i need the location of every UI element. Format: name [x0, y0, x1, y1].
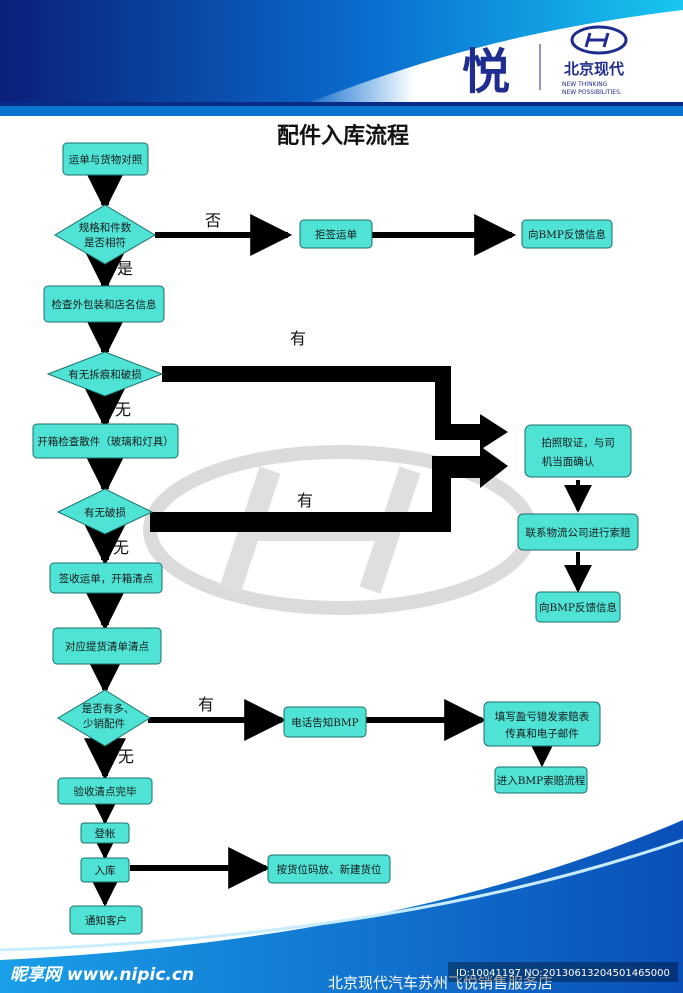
svg-text:机当面确认: 机当面确认 — [542, 455, 595, 468]
edge-label-has-2: 有 — [297, 491, 313, 510]
image-id: ID:10041197 NO:20130613204501465000 — [456, 968, 670, 979]
watermark-site: 昵享网 www.nipic.cn — [10, 965, 194, 985]
page-title: 配件入库流程 — [277, 123, 409, 149]
footer-banner — [0, 820, 683, 993]
connectors — [77, 154, 592, 907]
node-check-waybill: 运单与货物对照 — [62, 142, 149, 176]
node-warehousing: 入库 — [80, 857, 130, 883]
svg-text:有无拆痕和破损: 有无拆痕和破损 — [68, 368, 142, 381]
svg-text:有无破损: 有无破损 — [84, 506, 126, 519]
node-shelve-locations: 按货位码放、新建货位 — [267, 854, 391, 884]
svg-text:是否有多、: 是否有多、 — [82, 702, 135, 715]
header-banner — [0, 0, 683, 116]
svg-text:登帐: 登帐 — [95, 827, 116, 840]
node-open-box-check: 开箱检查散件（玻璃和灯具） — [32, 423, 179, 459]
svg-text:向BMP反馈信息: 向BMP反馈信息 — [528, 228, 606, 241]
svg-text:按货位码放、新建货位: 按货位码放、新建货位 — [277, 863, 382, 876]
node-feedback-bmp-2: 向BMP反馈信息 — [535, 591, 621, 623]
node-bookkeeping: 登帐 — [80, 822, 130, 844]
svg-text:电话告知BMP: 电话告知BMP — [291, 716, 359, 729]
svg-text:填写盈亏错发索赔表: 填写盈亏错发索赔表 — [495, 710, 590, 723]
node-notify-customer: 通知客户 — [69, 905, 143, 935]
decision-over-under: 是否有多、 少销配件 — [57, 689, 151, 747]
image-id-backdrop — [448, 962, 678, 982]
edge-label-no: 否 — [205, 211, 221, 230]
slogan-line-1: NEW THINKING — [562, 81, 608, 88]
node-phone-bmp: 电话告知BMP — [283, 706, 367, 738]
node-feedback-bmp-1: 向BMP反馈信息 — [521, 219, 613, 249]
svg-text:向BMP反馈信息: 向BMP反馈信息 — [539, 601, 617, 614]
svg-text:入库: 入库 — [95, 864, 116, 877]
node-bmp-claim-process: 进入BMP索赔流程 — [494, 766, 588, 794]
hyundai-logo-icon — [570, 25, 628, 55]
svg-text:对应提货清单清点: 对应提货清单清点 — [65, 640, 149, 653]
node-check-packaging: 检查外包装和店名信息 — [43, 285, 165, 323]
svg-text:检查外包装和店名信息: 检查外包装和店名信息 — [52, 298, 157, 311]
svg-text:传真和电子邮件: 传真和电子邮件 — [505, 727, 579, 740]
node-inspection-complete: 验收清点完毕 — [57, 777, 153, 805]
svg-text:通知客户: 通知客户 — [85, 914, 127, 927]
svg-text:进入BMP索赔流程: 进入BMP索赔流程 — [497, 774, 586, 787]
svg-text:规格和件数: 规格和件数 — [79, 221, 132, 234]
svg-text:开箱检查散件（玻璃和灯具）: 开箱检查散件（玻璃和灯具） — [37, 435, 174, 448]
node-fill-claim-form: 填写盈亏错发索赔表 传真和电子邮件 — [483, 701, 601, 747]
brand-character: 悦 — [462, 44, 510, 100]
svg-text:是否相符: 是否相符 — [84, 236, 126, 249]
svg-text:验收清点完毕: 验收清点完毕 — [74, 785, 137, 798]
svg-text:拒签运单: 拒签运单 — [315, 228, 357, 241]
svg-text:少销配件: 少销配件 — [83, 717, 125, 730]
decision-damage: 有无破损 — [56, 488, 154, 535]
decision-spec-match: 规格和件数 是否相符 — [54, 204, 156, 265]
svg-text:联系物流公司进行索赔: 联系物流公司进行索赔 — [526, 526, 631, 539]
svg-text:签收运单，开箱清点: 签收运单，开箱清点 — [59, 572, 154, 585]
node-count-by-list: 对应提货清单清点 — [52, 627, 162, 665]
edge-label-yes: 是 — [117, 259, 133, 278]
svg-text:运单与货物对照: 运单与货物对照 — [69, 153, 143, 166]
edge-label-none-2: 无 — [113, 538, 129, 557]
slogan-line-2: NEW POSSIBILITIES. — [562, 89, 622, 96]
edge-label-has-3: 有 — [198, 695, 214, 714]
brand-name: 北京现代 — [564, 60, 624, 78]
node-reject-waybill: 拒签运单 — [299, 219, 373, 249]
edge-label-has-1: 有 — [290, 329, 306, 348]
edge-label-none-1: 无 — [115, 400, 131, 419]
decision-tamper-damage: 有无拆痕和破损 — [46, 351, 164, 397]
node-photo-evidence: 拍照取证，与司 机当面确认 — [524, 424, 632, 478]
dealer-name: 北京现代汽车苏州飞悦销售服务店 — [328, 974, 553, 992]
node-logistics-claim: 联系物流公司进行索赔 — [517, 513, 639, 551]
node-sign-waybill: 签收运单，开箱清点 — [49, 562, 163, 594]
svg-text:拍照取证，与司: 拍照取证，与司 — [541, 436, 615, 449]
edge-label-none-3: 无 — [118, 747, 134, 766]
